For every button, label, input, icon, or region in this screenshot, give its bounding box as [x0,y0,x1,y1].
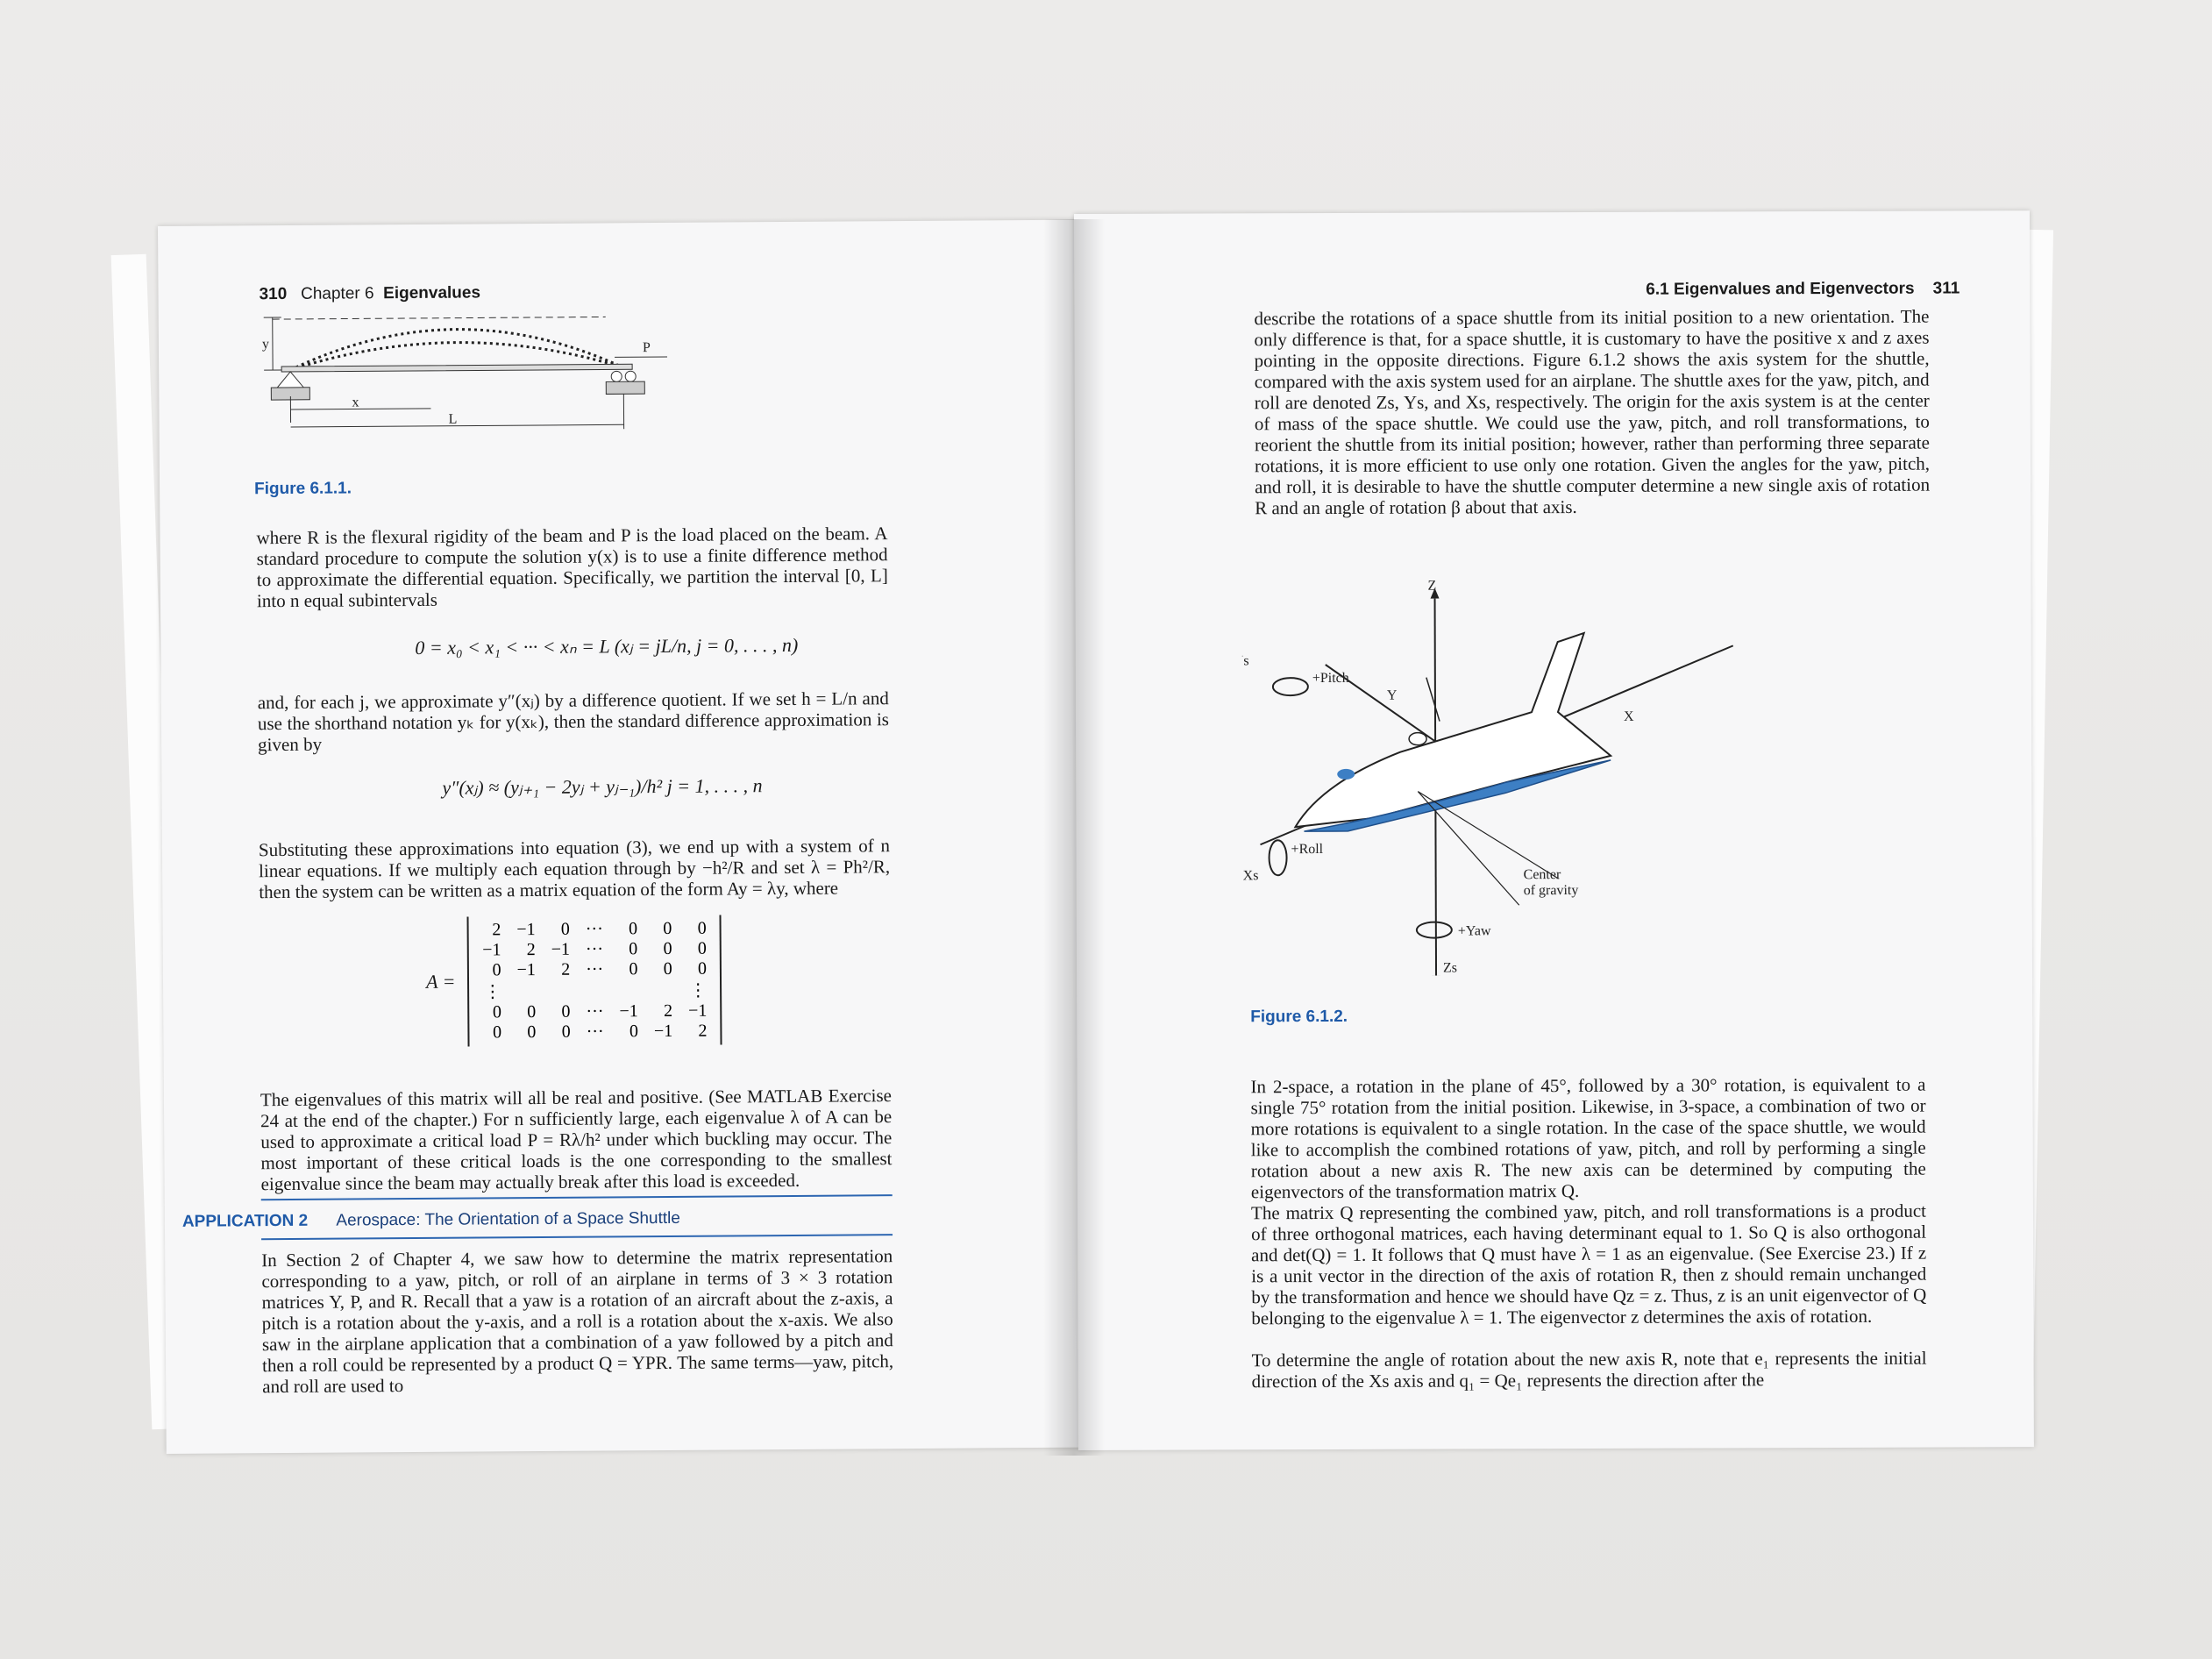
paragraph: In Section 2 of Chapter 4, we saw how to… [261,1245,894,1398]
matrix-cell: ⋮ [689,980,708,1000]
shuttle-label-roll: +Roll [1291,842,1324,857]
right-running-head: 6.1 Eigenvalues and Eigenvectors 311 [1646,279,1960,299]
matrix-cell: ··· [586,959,604,979]
matrix-cell [646,979,680,1001]
matrix-cell: 2 [698,1021,708,1041]
equation-difference: y″(xⱼ) ≈ (yⱼ₊₁ − 2yⱼ + yⱼ₋₁)/h² j = 1, .… [442,774,763,799]
left-running-head: 310 Chapter 6 Eigenvalues [259,283,480,304]
matrix-cell: 0 [663,958,672,979]
matrix-cell: 0 [560,919,570,939]
matrix-cell: 2 [561,959,571,979]
matrix-cell [611,979,645,1001]
shuttle-figure: Ys +Pitch Z Y X +Roll Xs Center of gravi… [1241,579,1734,977]
shuttle-label-center: Center [1524,867,1561,882]
chapter-title: Eigenvalues [383,283,481,303]
beam-label-L: L [448,412,457,427]
matrix-cell: 0 [527,1002,537,1022]
matrix-cell: 0 [629,959,638,979]
section-title: 6.1 Eigenvalues and Eigenvectors [1646,279,1915,299]
matrix-row: −1 2 −1 ··· 0 0 0 [474,939,715,961]
beam-label-x: x [352,395,359,409]
matrix-cell: 2 [526,940,536,960]
matrix-cell: −1 [619,1001,638,1022]
matrix-cell: 0 [629,919,638,939]
matrix-cell: 0 [697,958,708,979]
matrix-cell: 0 [492,960,501,980]
matrix-cell: 0 [493,1022,502,1043]
beam-label-y: y [262,337,269,352]
paragraph: The eigenvalues of this matrix will all … [260,1085,893,1195]
chapter-number: Chapter 6 [301,284,374,303]
shuttle-label-pitch: +Pitch [1312,671,1349,686]
matrix-cell: 0 [663,918,672,938]
shuttle-label-z: Z [1427,579,1436,594]
matrix-cell: 0 [492,1002,502,1022]
paragraph: The matrix Q representing the combined y… [1250,1200,1927,1329]
left-page: 310 Chapter 6 Eigenvalues y P x L Figure… [158,219,1087,1454]
paragraph: describe the rotations of a space shuttl… [1254,305,1931,519]
matrix-label: A = [425,970,456,993]
matrix-cell: ··· [585,919,603,939]
application-title: Aerospace: The Orientation of a Space Sh… [336,1208,681,1230]
application-rule-bottom [261,1234,893,1241]
figure-caption: Figure 6.1.2. [1250,1007,1348,1027]
shuttle-label-yaw: +Yaw [1458,923,1491,938]
application-heading: APPLICATION 2 Aerospace: The Orientation… [182,1209,680,1232]
beam-figure: y P x L [262,316,668,430]
paragraph: To determine the angle of rotation about… [1251,1347,1927,1392]
equation-partition: 0 = x₀ < x₁ < ··· < xₙ = L (xⱼ = jL/n, j… [415,633,799,659]
page-number: 311 [1932,279,1960,298]
matrix-cell: 0 [697,938,707,958]
matrix-cell: −1 [687,1000,708,1021]
application-tag: APPLICATION 2 [181,1211,309,1231]
matrix-cell: 0 [561,1022,571,1042]
matrix-cell: ··· [586,1001,604,1022]
matrix-cell: −1 [516,920,536,940]
right-page: 6.1 Eigenvalues and Eigenvectors 311 des… [1074,210,2034,1450]
matrix-cell: 0 [527,1022,537,1043]
matrix-cell: −1 [516,960,536,980]
book-gutter-shadow [1043,219,1105,1456]
matrix-cell: −1 [551,939,571,959]
matrix-row: ⋮⋮ [474,979,715,1003]
paragraph: In 2-space, a rotation in the plane of 4… [1250,1073,1926,1203]
paragraph: and, for each j, we approximate y″(xⱼ) b… [257,687,890,756]
matrix-cell: −1 [482,940,501,960]
page-number: 310 [259,284,288,304]
matrix-cell: ··· [586,1022,604,1042]
shuttle-label-gravity: of gravity [1524,883,1579,898]
shuttle-label-y: Y [1387,688,1398,703]
matrix-cell: 0 [697,918,707,938]
matrix-cell: ⋮ [483,982,501,1002]
matrix-cell [509,980,544,1002]
matrix-cell: 0 [629,939,638,959]
matrix-row: 0 0 0 ··· −1 2 −1 [475,1001,715,1023]
matrix-row: 2 −1 0 ··· 0 0 0 [474,919,715,941]
matrix-row: 0 −1 2 ··· 0 0 0 [474,959,715,981]
paragraph: where R is the flexural rigidity of the … [256,523,888,612]
matrix-cell: 0 [663,938,672,958]
matrix-cell [578,979,611,1001]
matrix-row: 0 0 0 ··· 0 −1 2 [475,1022,715,1043]
matrix-cell: −1 [653,1021,673,1042]
shuttle-label-x: X [1624,709,1634,724]
shuttle-label-ys: Ys [1241,653,1248,668]
shuttle-label-zs: Zs [1443,960,1457,975]
paragraph: Substituting these approximations into e… [258,835,891,903]
beam-label-p: P [643,340,651,355]
matrix-cell: 0 [629,1022,639,1042]
matrix-cell: 2 [492,920,501,940]
shuttle-label-xs: Xs [1243,868,1259,883]
matrix-cell: 0 [561,1001,571,1022]
figure-caption: Figure 6.1.1. [254,479,352,499]
matrix-cell: 2 [663,1000,673,1021]
matrix-cell [544,980,578,1002]
application-rule-top [260,1194,893,1201]
matrix-cell: ··· [585,939,604,959]
